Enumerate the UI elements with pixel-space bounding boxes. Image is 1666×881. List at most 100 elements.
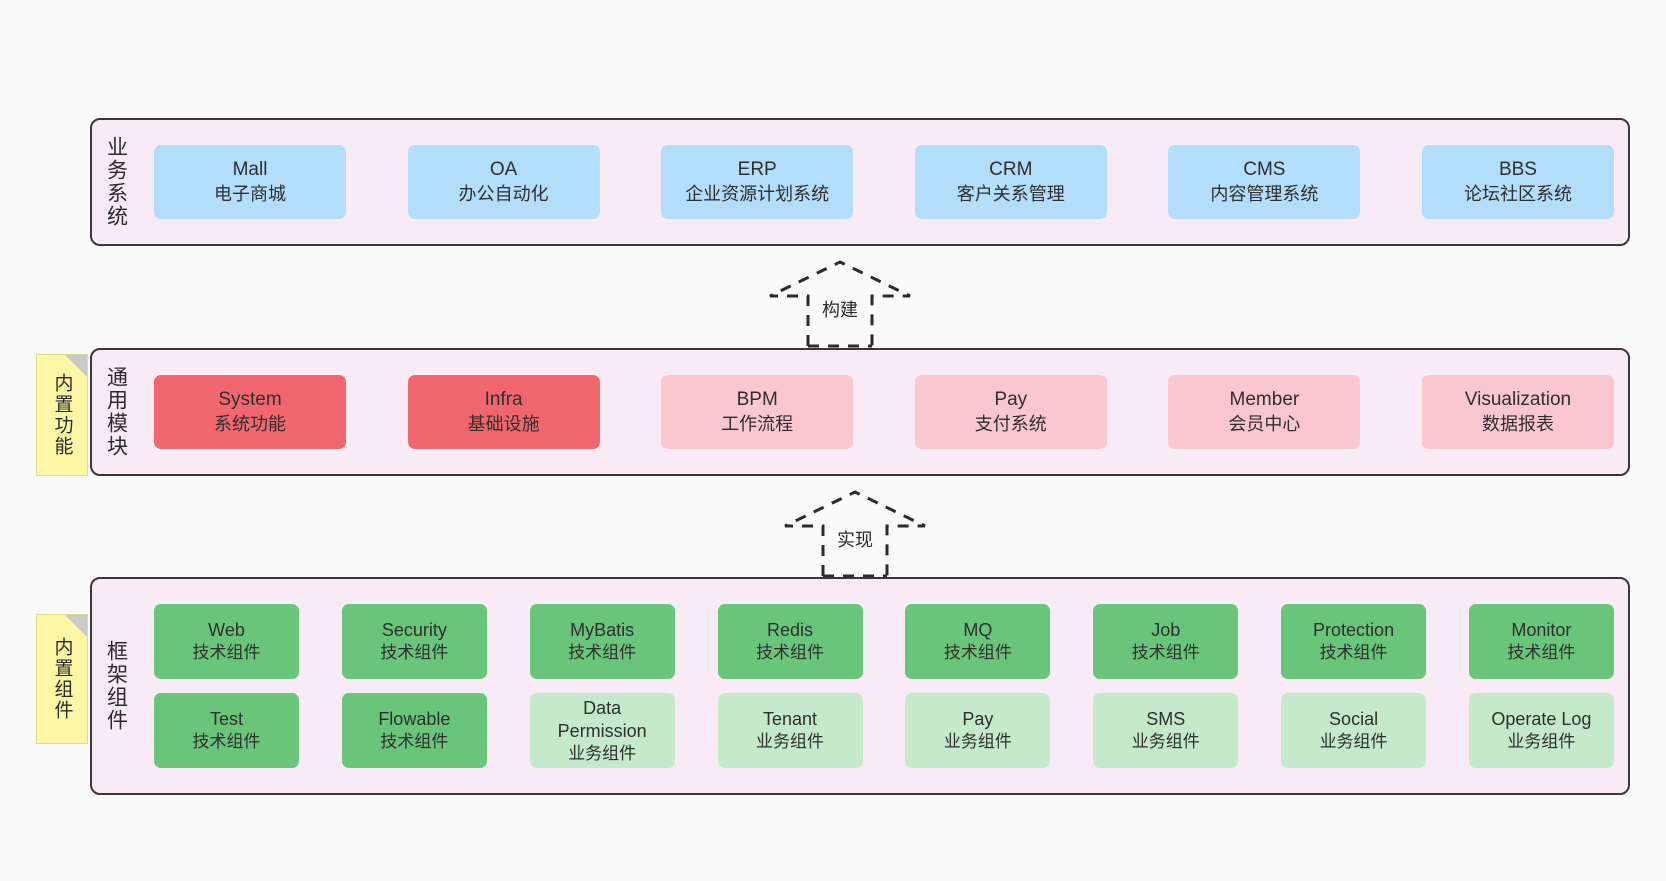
- card-row: Test 技术组件 Flowable 技术组件 Data Permission …: [154, 693, 1614, 768]
- card-mybatis[interactable]: MyBatis 技术组件: [529, 604, 675, 679]
- card-visualization[interactable]: Visualization 数据报表: [1421, 375, 1614, 449]
- card-member[interactable]: Member 会员中心: [1168, 375, 1361, 449]
- card-title: Tenant: [763, 709, 818, 730]
- card-subtitle: 工作流程: [721, 413, 794, 434]
- card-tenant[interactable]: Tenant 业务组件: [717, 693, 863, 768]
- card-job[interactable]: Job 技术组件: [1093, 604, 1239, 679]
- card-subtitle: 技术组件: [568, 643, 637, 663]
- card-subtitle: 技术组件: [1131, 643, 1200, 663]
- card-subtitle: 论坛社区系统: [1463, 183, 1572, 204]
- card-social[interactable]: Social 业务组件: [1281, 693, 1427, 768]
- card-title: ERP: [737, 159, 777, 181]
- card-title: Web: [208, 620, 245, 641]
- connector-build: 构建: [760, 258, 920, 353]
- card-subtitle: 电子商城: [214, 183, 286, 204]
- card-row: Web 技术组件 Security 技术组件 MyBatis 技术组件 Redi…: [154, 604, 1614, 679]
- card-test[interactable]: Test 技术组件: [154, 693, 299, 768]
- card-title: Operate Log: [1491, 709, 1592, 730]
- card-security[interactable]: Security 技术组件: [341, 604, 487, 679]
- card-web[interactable]: Web 技术组件: [154, 604, 299, 679]
- card-title: BPM: [736, 389, 778, 411]
- card-oa[interactable]: OA 办公自动化: [407, 145, 600, 219]
- layer-title-business-systems: 业务系统: [104, 136, 128, 228]
- card-subtitle: 会员中心: [1228, 413, 1301, 434]
- card-title: MQ: [963, 620, 993, 641]
- card-subtitle: 客户关系管理: [956, 183, 1065, 204]
- card-title: Social: [1329, 709, 1379, 730]
- card-redis[interactable]: Redis 技术组件: [717, 604, 863, 679]
- card-title: Protection: [1313, 620, 1395, 641]
- card-subtitle: 技术组件: [380, 643, 449, 663]
- card-data-permission[interactable]: Data Permission 业务组件: [529, 693, 675, 768]
- card-subtitle: 系统功能: [214, 413, 286, 434]
- card-title: Pay: [994, 389, 1028, 411]
- card-subtitle: 技术组件: [192, 732, 261, 752]
- layer-body-common-modules: System 系统功能 Infra 基础设施 BPM 工作流程 Pay 支付系统…: [140, 350, 1628, 474]
- card-subtitle: 业务组件: [1507, 732, 1576, 752]
- card-infra[interactable]: Infra 基础设施: [407, 375, 600, 449]
- card-mq[interactable]: MQ 技术组件: [905, 604, 1051, 679]
- dashed-hollow-arrow-up-icon: [784, 490, 926, 578]
- card-title: Redis: [767, 620, 814, 641]
- card-operate-log[interactable]: Operate Log 业务组件: [1468, 693, 1614, 768]
- card-title: Test: [209, 709, 243, 730]
- card-subtitle: 技术组件: [380, 732, 449, 752]
- card-flowable[interactable]: Flowable 技术组件: [341, 693, 487, 768]
- card-title: MyBatis: [570, 620, 635, 641]
- layer-body-business-systems: Mall 电子商城 OA 办公自动化 ERP 企业资源计划系统 CRM 客户关系…: [140, 120, 1628, 244]
- sticky-note-builtin-functions: 内置功能: [36, 354, 88, 476]
- card-title: CRM: [989, 159, 1033, 181]
- card-title: BBS: [1498, 159, 1537, 181]
- sticky-note-builtin-components: 内置组件: [36, 614, 88, 744]
- connector-implement: 实现: [775, 488, 935, 583]
- layer-body-framework-components: Web 技术组件 Security 技术组件 MyBatis 技术组件 Redi…: [140, 579, 1628, 793]
- dashed-hollow-arrow-up-icon: [769, 260, 911, 348]
- card-subtitle: 业务组件: [1319, 732, 1388, 752]
- card-system[interactable]: System 系统功能: [154, 375, 346, 449]
- card-mall[interactable]: Mall 电子商城: [154, 145, 346, 219]
- layer-title-framework-components: 框架组件: [104, 640, 128, 732]
- card-subtitle: 业务组件: [943, 732, 1012, 752]
- card-row: System 系统功能 Infra 基础设施 BPM 工作流程 Pay 支付系统…: [154, 375, 1614, 449]
- card-title: Job: [1151, 620, 1181, 641]
- card-bbs[interactable]: BBS 论坛社区系统: [1421, 145, 1614, 219]
- card-title: OA: [489, 159, 518, 181]
- layer-business-systems: 业务系统 Mall 电子商城 OA 办公自动化 ERP 企业资源计划系统 CRM…: [90, 118, 1630, 246]
- card-title: CMS: [1243, 159, 1286, 181]
- card-protection[interactable]: Protection 技术组件: [1281, 604, 1427, 679]
- folded-corner-icon: [65, 615, 87, 637]
- card-title: Flowable: [378, 709, 451, 730]
- card-title: Pay: [962, 709, 994, 730]
- card-title: System: [218, 389, 282, 411]
- card-subtitle: 业务组件: [568, 743, 637, 763]
- card-subtitle: 业务组件: [1131, 732, 1200, 752]
- card-subtitle: 技术组件: [756, 643, 825, 663]
- card-subtitle: 基础设施: [467, 413, 540, 434]
- card-title: Member: [1229, 389, 1300, 411]
- card-title: Security: [381, 620, 447, 641]
- card-monitor[interactable]: Monitor 技术组件: [1468, 604, 1614, 679]
- card-row: Mall 电子商城 OA 办公自动化 ERP 企业资源计划系统 CRM 客户关系…: [154, 145, 1614, 219]
- card-title: Mall: [232, 159, 268, 181]
- card-subtitle: 支付系统: [974, 413, 1047, 434]
- card-sms[interactable]: SMS 业务组件: [1093, 693, 1239, 768]
- card-subtitle: 数据报表: [1481, 413, 1554, 434]
- card-subtitle: 业务组件: [756, 732, 825, 752]
- sticky-note-label: 内置功能: [51, 373, 73, 457]
- card-subtitle: 技术组件: [1507, 643, 1576, 663]
- card-erp[interactable]: ERP 企业资源计划系统: [661, 145, 854, 219]
- card-pay-business[interactable]: Pay 业务组件: [905, 693, 1051, 768]
- card-bpm[interactable]: BPM 工作流程: [661, 375, 854, 449]
- card-subtitle: 技术组件: [192, 643, 261, 663]
- card-subtitle: 办公自动化: [458, 183, 549, 204]
- layer-common-modules: 通用模块 System 系统功能 Infra 基础设施 BPM 工作流程 Pay…: [90, 348, 1630, 476]
- card-pay[interactable]: Pay 支付系统: [914, 375, 1107, 449]
- layer-framework-components: 框架组件 Web 技术组件 Security 技术组件 MyBatis 技术组件…: [90, 577, 1630, 795]
- card-title: SMS: [1146, 709, 1186, 730]
- card-crm[interactable]: CRM 客户关系管理: [914, 145, 1107, 219]
- card-subtitle: 内容管理系统: [1210, 183, 1319, 204]
- sticky-note-label: 内置组件: [51, 637, 73, 721]
- card-title: Data Permission: [557, 697, 647, 741]
- card-cms[interactable]: CMS 内容管理系统: [1168, 145, 1361, 219]
